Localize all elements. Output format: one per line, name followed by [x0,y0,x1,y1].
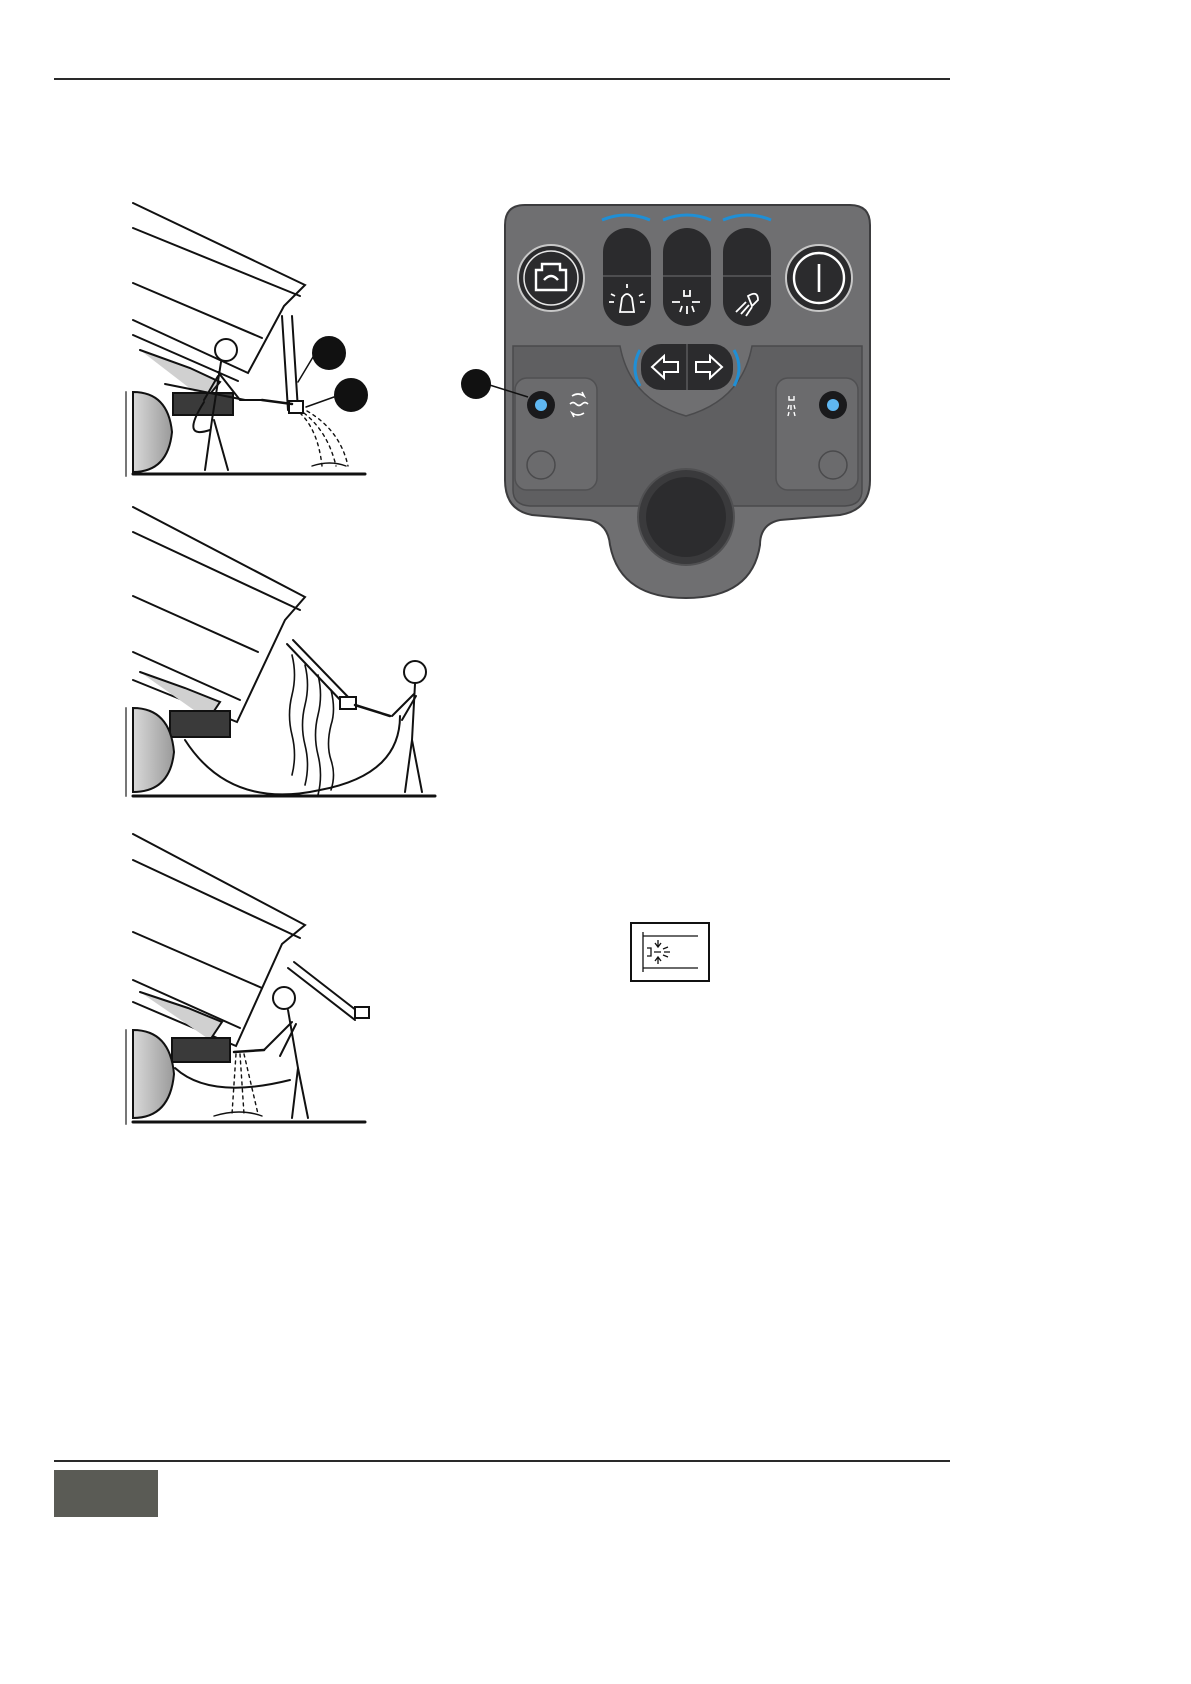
nozzle-spray-symbol-box [631,923,709,981]
control-panel-illustration [461,205,870,598]
arrow-rocker-keys [635,344,739,390]
illustration-hose-spraying-into-body-step-2 [126,507,435,796]
water-circulation-led [527,391,555,419]
engine-start-button [518,245,584,311]
power-button [786,245,852,311]
illustration-hose-at-tailgate-step-1 [126,203,367,476]
spare-switch-left [527,451,555,479]
callout-marker [461,369,491,399]
manual-page-artwork [0,0,1106,1563]
spare-switch-right [819,451,847,479]
spray-mode-led [819,391,847,419]
illustration-hose-rinsing-under-body-step-3 [126,834,369,1124]
